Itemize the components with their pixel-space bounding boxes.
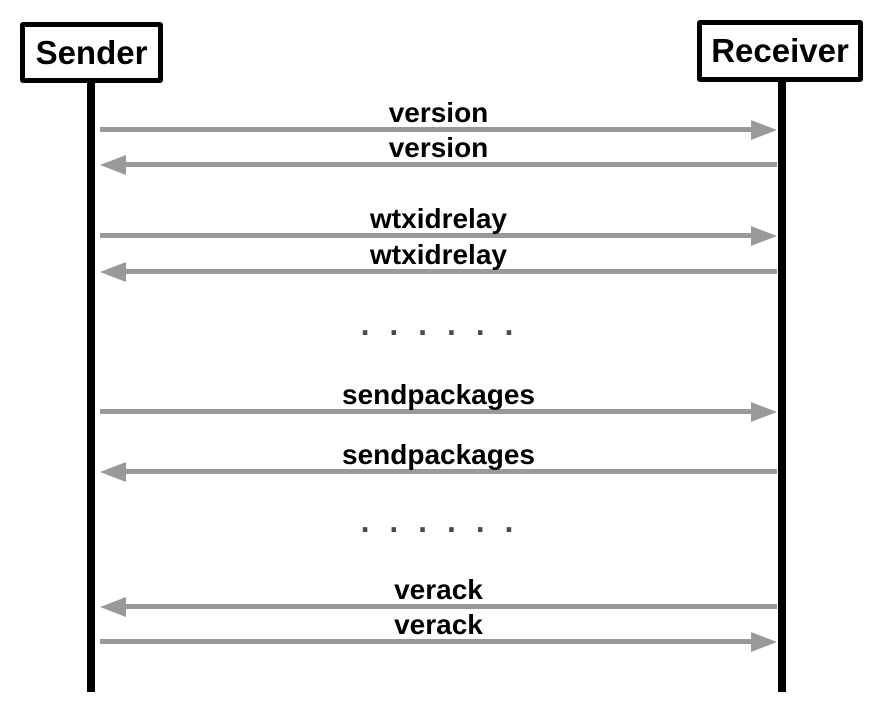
message-arrow: [100, 631, 777, 652]
message-arrow: [100, 154, 777, 175]
message-label: version: [388, 97, 489, 128]
lifeline-receiver: [778, 82, 786, 692]
arrow-shaft: [118, 469, 777, 474]
message-label: sendpackages: [342, 379, 535, 410]
message-label: wtxidrelay: [370, 239, 507, 270]
ellipsis-label: . . . . . .: [360, 503, 517, 539]
message-label: verack: [394, 609, 483, 640]
message-row-wtxidrelay-left: wtxidrelay: [100, 240, 777, 282]
arrowhead-icon: [100, 261, 126, 282]
message-row-sendpackages-right: sendpackages: [100, 380, 777, 422]
message-arrow: [100, 119, 777, 140]
message-label: verack: [394, 574, 483, 605]
message-arrow: [100, 261, 777, 282]
message-row-verack-right: verack: [100, 610, 777, 652]
arrow-shaft: [100, 409, 759, 414]
message-row-verack-left: verack: [100, 575, 777, 617]
actor-name-sender: Sender: [35, 33, 148, 71]
message-arrow: [100, 225, 777, 246]
arrowhead-icon: [100, 154, 126, 175]
message-label: wtxidrelay: [370, 203, 507, 234]
arrow-shaft: [100, 639, 759, 644]
arrowhead-icon: [100, 461, 126, 482]
arrow-shaft: [100, 233, 759, 238]
message-arrow: [100, 401, 777, 422]
arrowhead-icon: [751, 225, 777, 246]
message-arrow: [100, 596, 777, 617]
actor-box-receiver: Receiver: [697, 20, 863, 82]
message-row-sendpackages-left: sendpackages: [100, 440, 777, 482]
arrowhead-icon: [751, 631, 777, 652]
message-label: version: [388, 132, 489, 163]
actor-name-receiver: Receiver: [711, 32, 849, 69]
arrow-shaft: [118, 269, 777, 274]
ellipsis-row: . . . . . .: [100, 505, 777, 537]
arrowhead-icon: [751, 119, 777, 140]
message-row-version-left: version: [100, 133, 777, 175]
arrow-shaft: [118, 604, 777, 609]
lifeline-sender: [87, 82, 95, 692]
message-arrow: [100, 461, 777, 482]
message-label: sendpackages: [342, 439, 535, 470]
actor-box-sender: Sender: [20, 22, 163, 83]
arrow-shaft: [118, 162, 777, 167]
ellipsis-row: . . . . . .: [100, 308, 777, 340]
arrowhead-icon: [100, 596, 126, 617]
message-row-version-right: version: [100, 98, 777, 140]
ellipsis-label: . . . . . .: [360, 306, 517, 342]
arrow-shaft: [100, 127, 759, 132]
arrowhead-icon: [751, 401, 777, 422]
message-row-wtxidrelay-right: wtxidrelay: [100, 204, 777, 246]
